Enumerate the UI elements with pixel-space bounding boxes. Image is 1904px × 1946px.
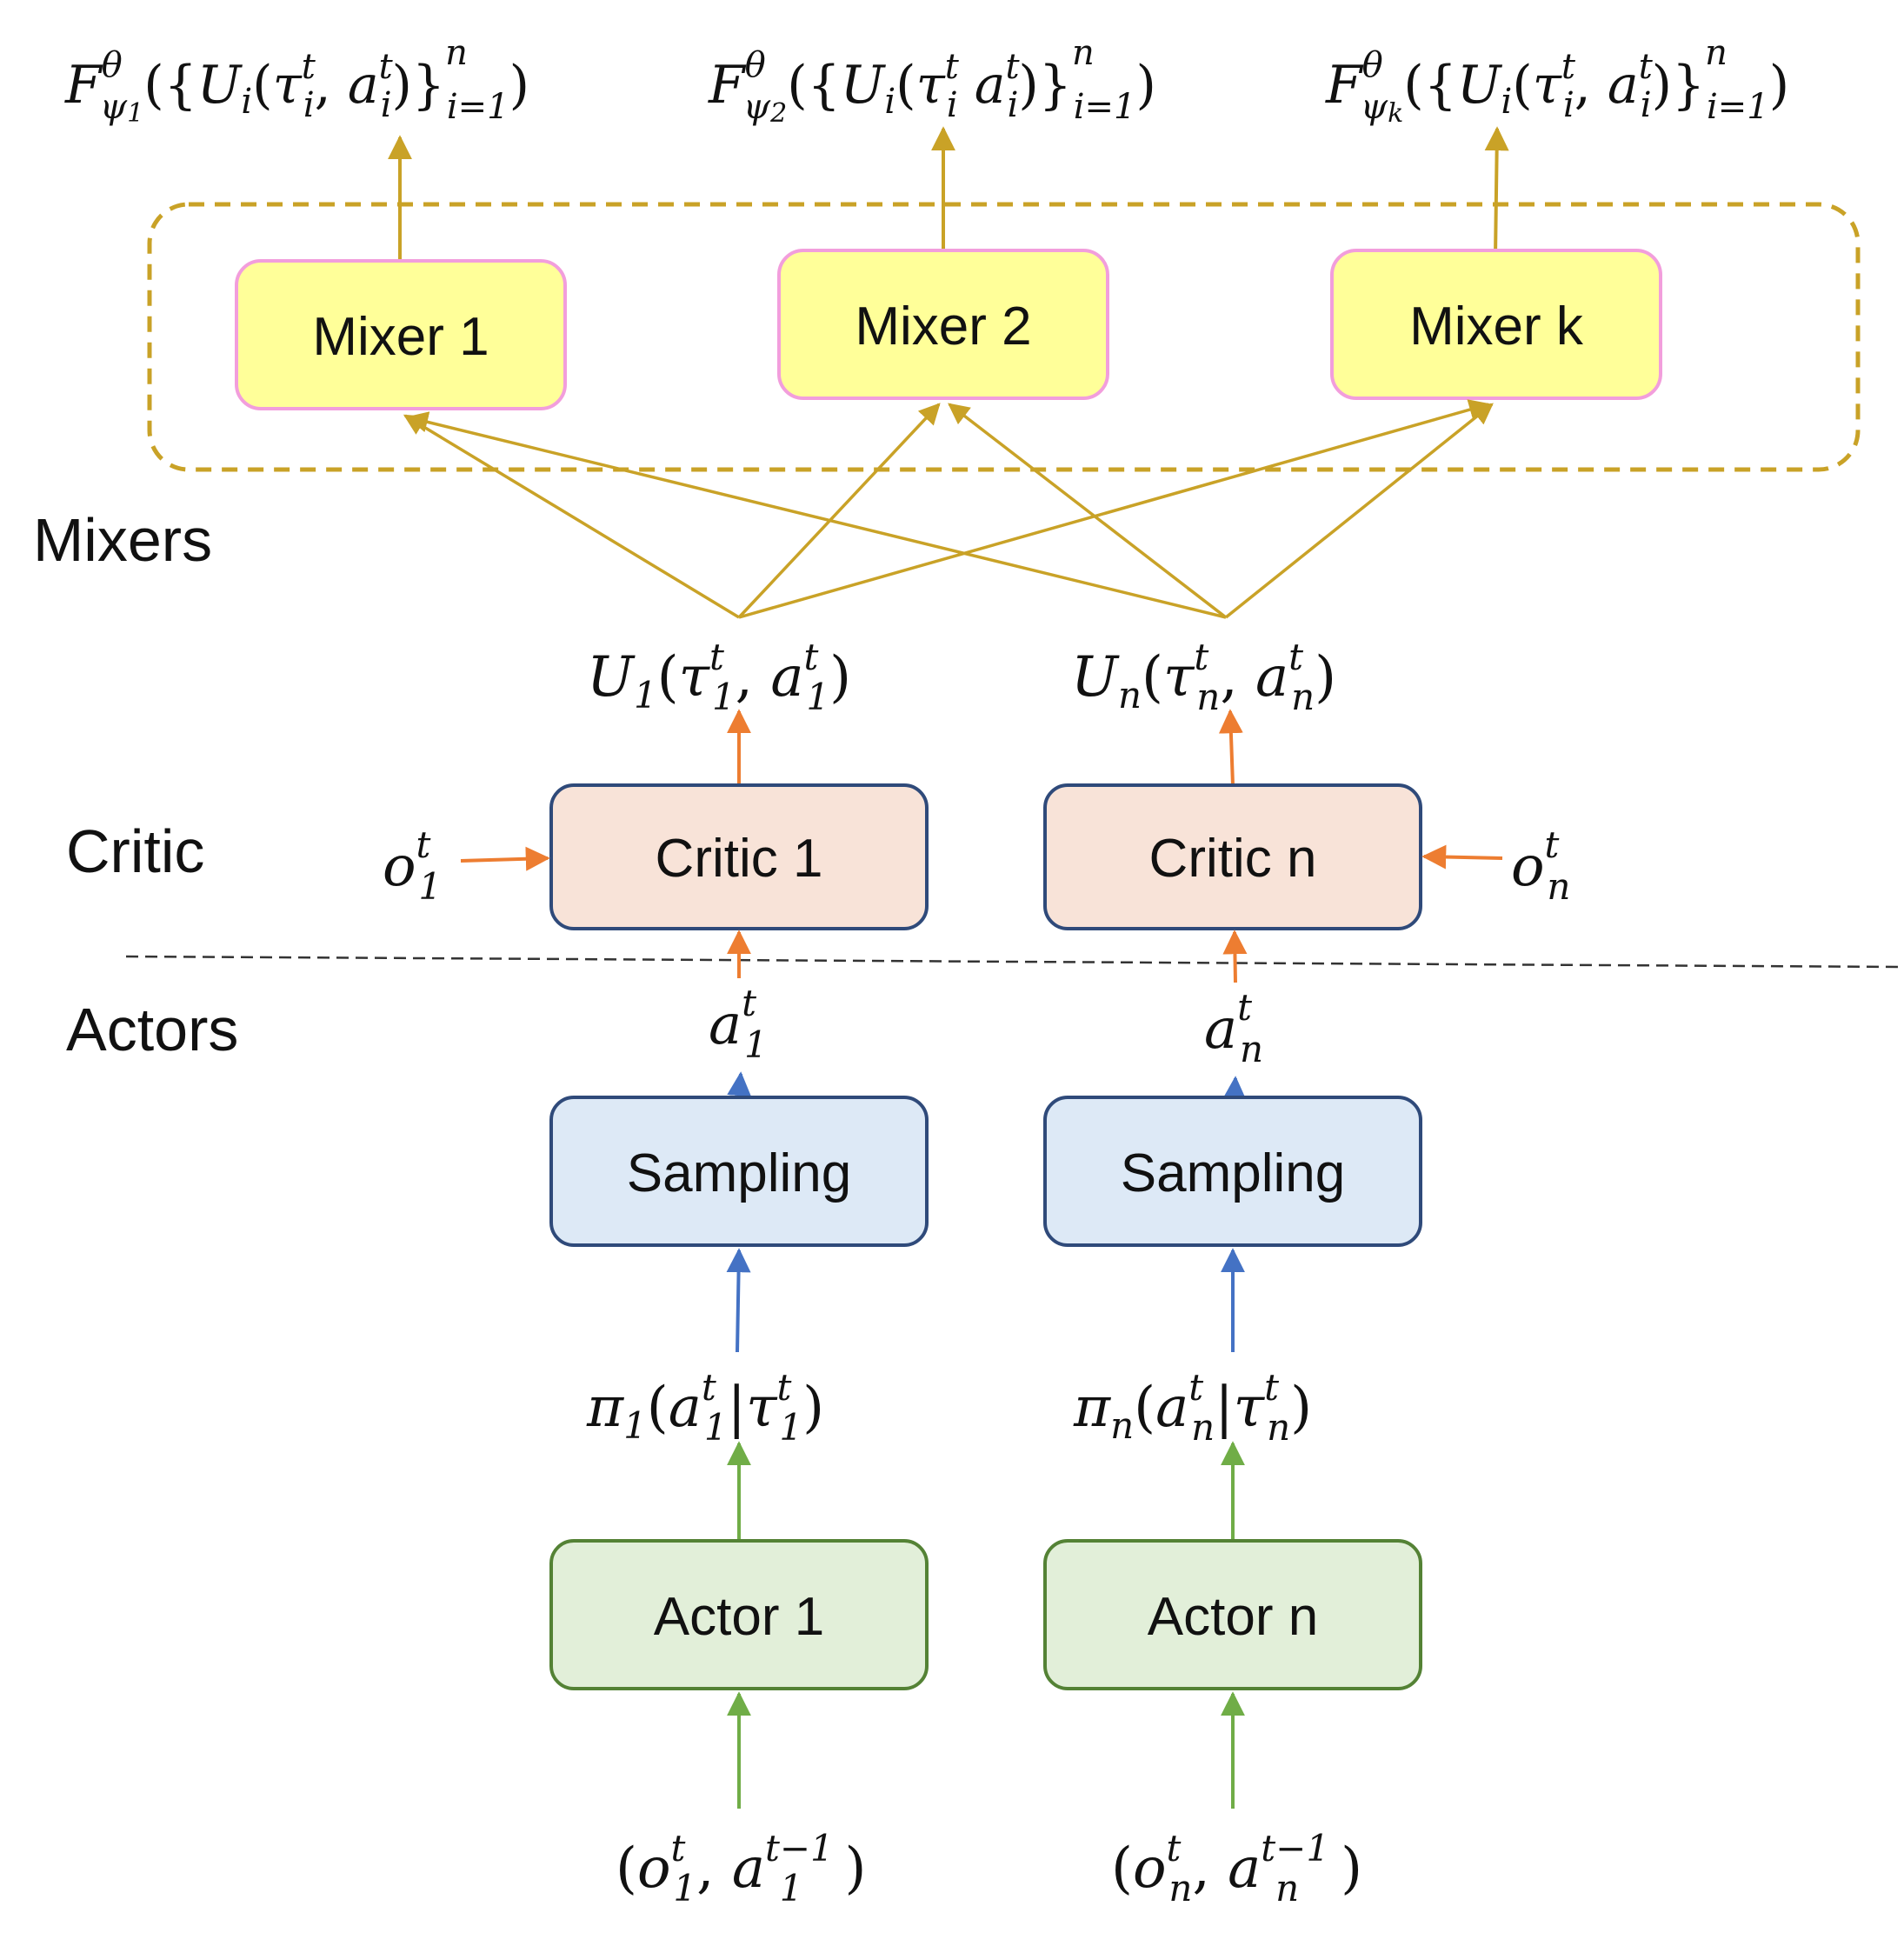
observation-n-arrow bbox=[1421, 844, 1503, 870]
mixers-section-label: Mixers bbox=[33, 506, 212, 574]
sampling-n-box: Sampling bbox=[1043, 1096, 1422, 1247]
critic-section-label: Critic bbox=[66, 817, 204, 885]
observation-1-arrow bbox=[460, 846, 550, 871]
mixer-2-label: Mixer 2 bbox=[855, 297, 1031, 357]
svg-text:U1(τt1, at1): U1(τt1, at1) bbox=[587, 636, 851, 718]
utility-to-mixer-arrows bbox=[403, 399, 1494, 619]
svg-text:(otn, at−1n): (otn, at−1n) bbox=[1111, 1827, 1362, 1909]
actor-n-box: Actor n bbox=[1043, 1539, 1422, 1690]
mixer-1-subscript: ψ bbox=[100, 87, 128, 127]
mixer-1-box: Mixer 1 bbox=[235, 259, 567, 410]
critic-actor-separator bbox=[125, 955, 1901, 969]
mixer-k-label: Mixer k bbox=[1409, 297, 1584, 357]
svg-text:at1: at1 bbox=[709, 982, 768, 1066]
critic-1-box: Critic 1 bbox=[549, 783, 929, 930]
sampling-1-output-arrow bbox=[727, 1071, 752, 1098]
mixer-1-label: Mixer 1 bbox=[312, 307, 489, 367]
mixer-k-box: Mixer k bbox=[1330, 249, 1662, 400]
policy-1-to-sampling-arrow bbox=[726, 1248, 751, 1353]
actors-section-label: Actors bbox=[66, 996, 238, 1063]
svg-text:(ot1, at−11): (ot1, at−11) bbox=[616, 1827, 866, 1909]
svg-text:atn: atn bbox=[1204, 986, 1263, 1070]
sampling-1-label: Sampling bbox=[627, 1143, 851, 1203]
svg-text:ot1: ot1 bbox=[383, 823, 442, 908]
critic-n-label: Critic n bbox=[1149, 829, 1317, 889]
svg-text:otn: otn bbox=[1511, 823, 1570, 908]
critic-n-output-arrow bbox=[1218, 709, 1243, 786]
mixers-group bbox=[147, 202, 1861, 472]
sampling-n-label: Sampling bbox=[1121, 1143, 1345, 1203]
critic-1-label: Critic 1 bbox=[656, 829, 823, 889]
mixer-k-output-arrow bbox=[1484, 126, 1509, 257]
mixer-2-box: Mixer 2 bbox=[777, 249, 1109, 400]
actor-1-box: Actor 1 bbox=[549, 1539, 929, 1690]
svg-text:π1(at1|τt1): π1(at1|τt1) bbox=[586, 1366, 824, 1449]
svg-text:πn(atn|τtn): πn(atn|τtn) bbox=[1073, 1366, 1312, 1449]
actor-1-label: Actor 1 bbox=[654, 1587, 824, 1647]
critic-n-box: Critic n bbox=[1043, 783, 1422, 930]
svg-text:Un(τtn, atn): Un(τtn, atn) bbox=[1071, 636, 1336, 718]
actor-n-label: Actor n bbox=[1148, 1587, 1318, 1647]
sampling-1-box: Sampling bbox=[549, 1096, 929, 1247]
